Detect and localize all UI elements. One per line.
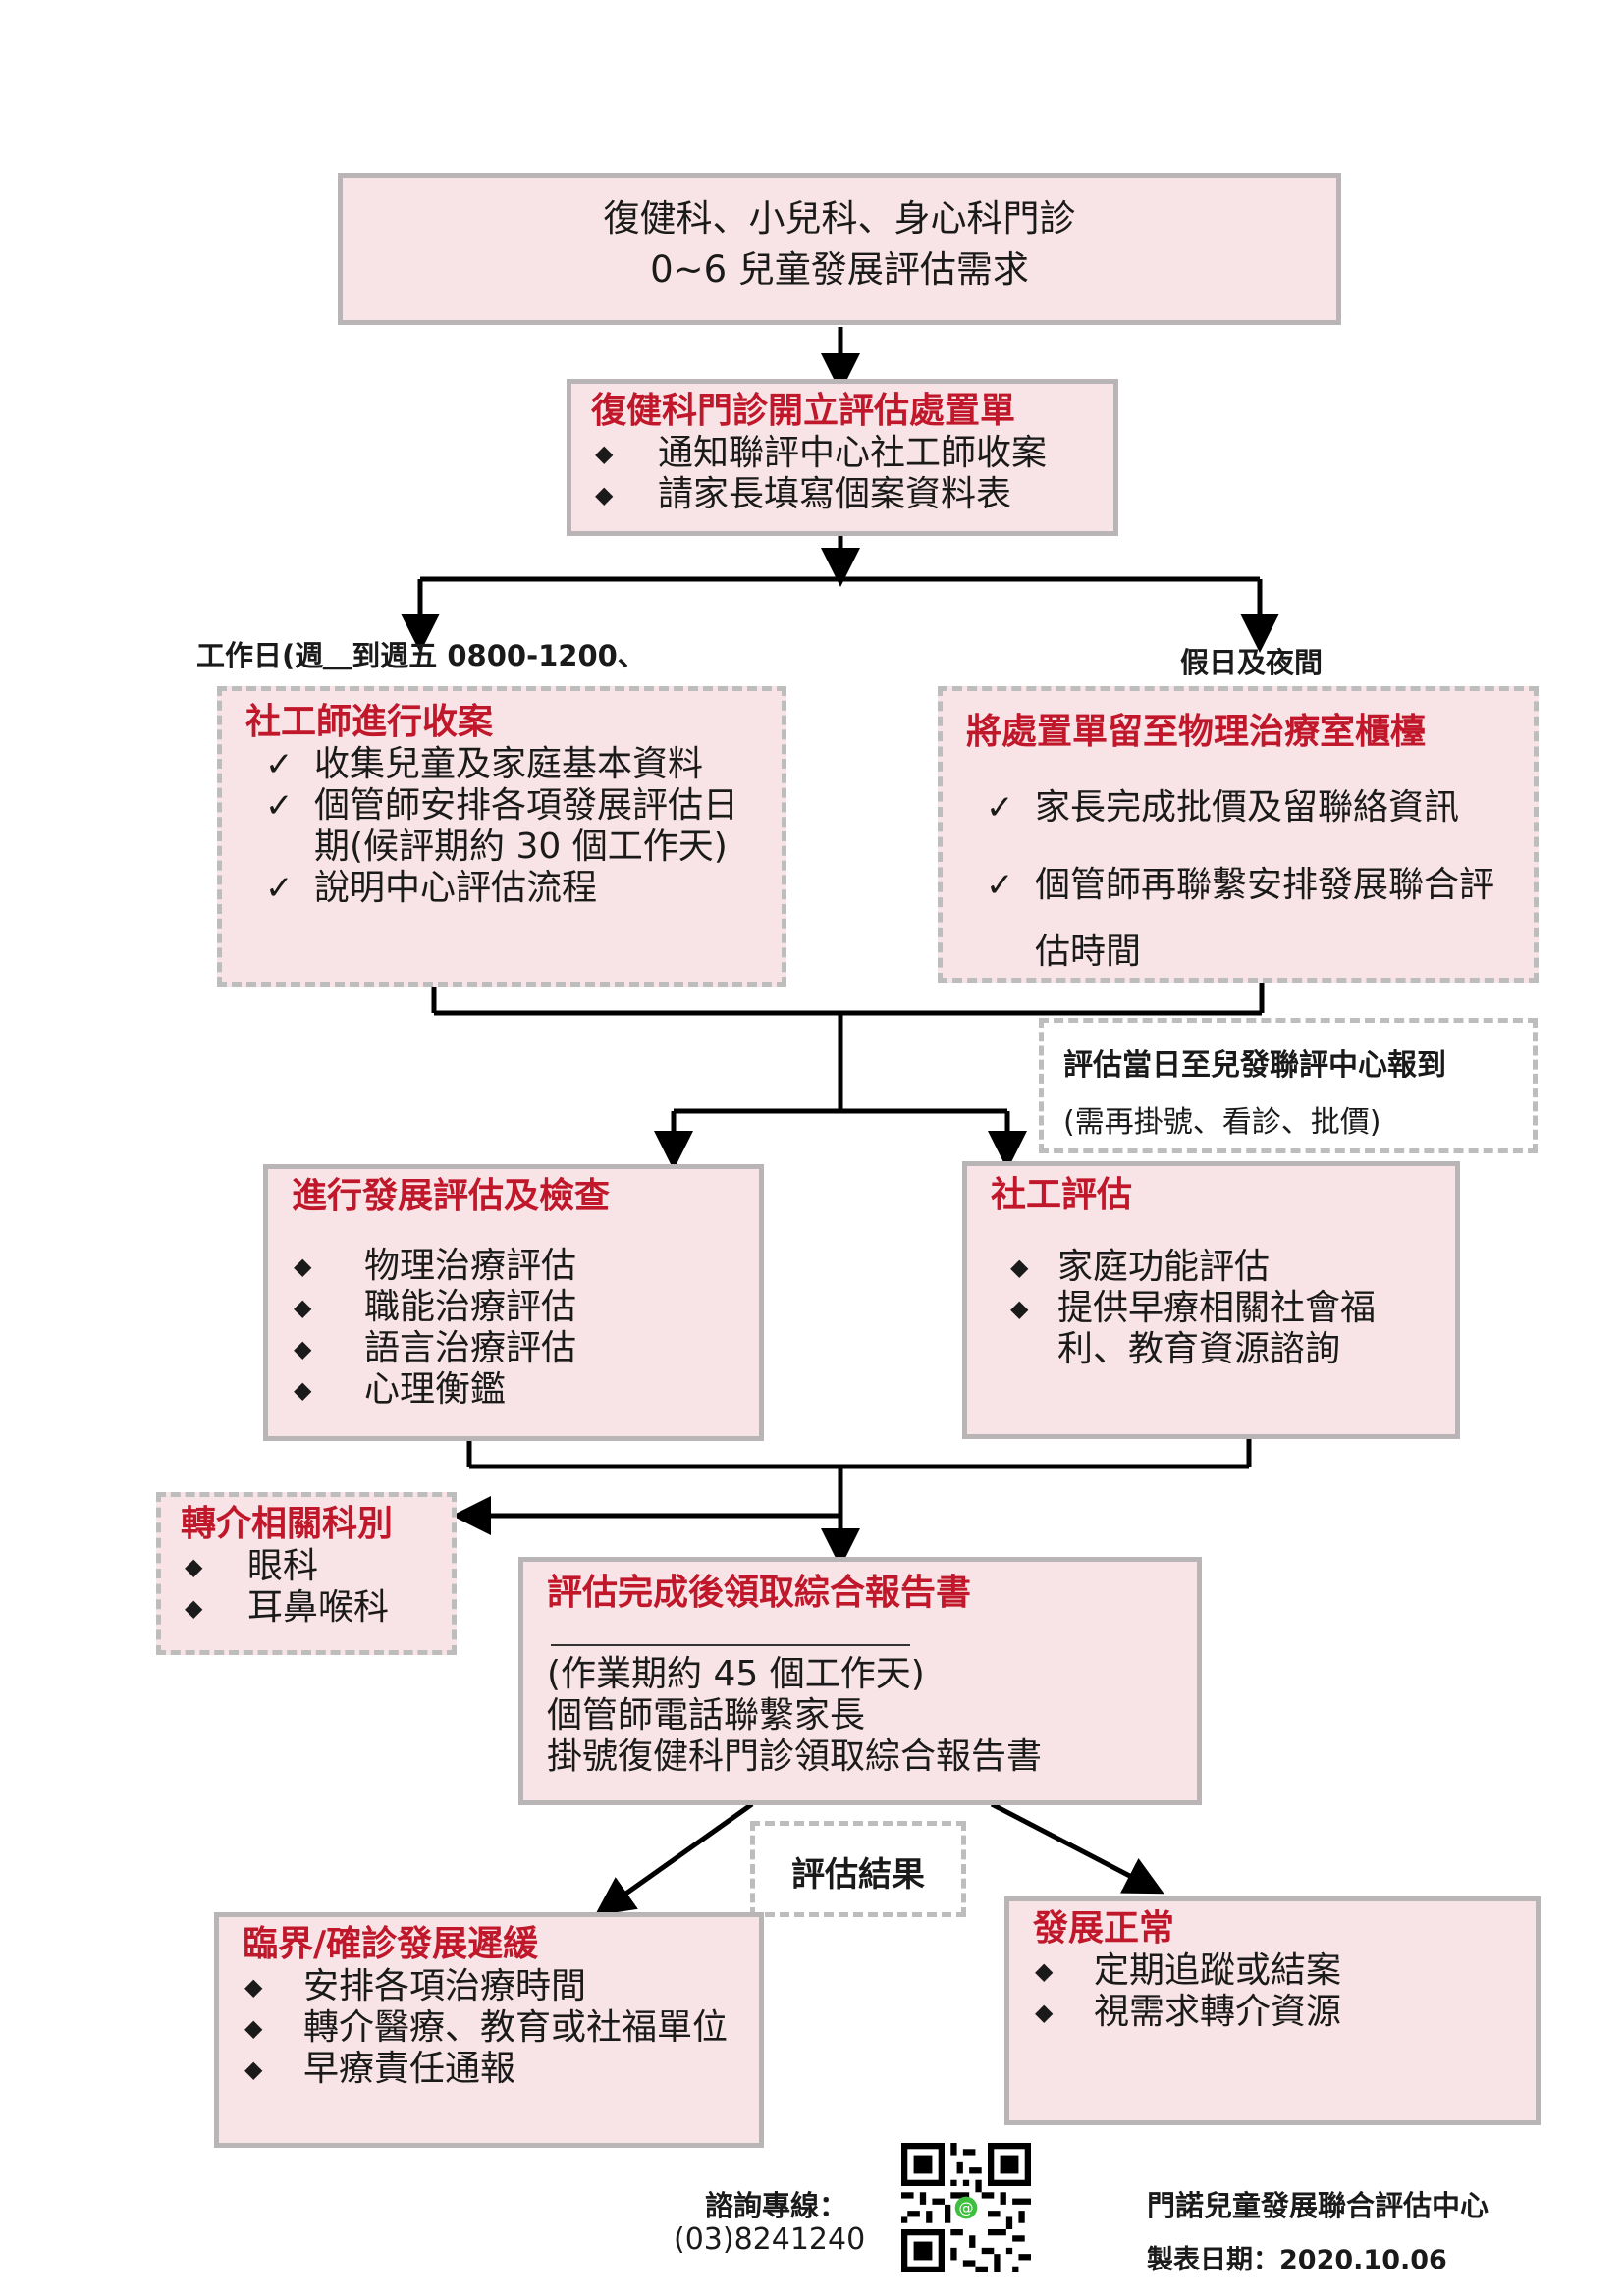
referral-item-1: ◆眼科 [185, 1546, 319, 1586]
counter-item-2: ✓ 個管師再聯繫安排發展聯合評估時間 [986, 852, 1496, 986]
report-day-note: 評估當日至兒發聯評中心報到 (需再掛號、看診、批價) [1039, 1018, 1538, 1153]
report-day-line-1: 評估當日至兒發聯評中心報到 [1063, 1048, 1446, 1083]
diamond-bullet-icon: ◆ [294, 1335, 312, 1362]
diamond-bullet-icon: ◆ [1010, 1254, 1029, 1281]
hotline-number: (03)8241240 [674, 2222, 866, 2257]
check-mark-icon: ✓ [986, 788, 1014, 828]
entry-line-1: 復健科、小兒科、身心科門診 [603, 197, 1076, 240]
diamond-bullet-icon: ◆ [595, 481, 614, 508]
dev-eval-item-4: ◆心理衡鑑 [294, 1369, 507, 1410]
social-eval-title: 社工評估 [991, 1175, 1133, 1215]
referral-title: 轉介相關科別 [181, 1504, 394, 1544]
qr-code-icon[interactable]: @ [901, 2143, 1031, 2272]
center-name: 門諾兒童發展聯合評估中心 [1147, 2189, 1489, 2222]
report-line-3: 掛號復健科門診領取綜合報告書 [547, 1736, 1043, 1777]
order-item-2: ◆ 請家長填寫個案資料表 [595, 474, 1012, 514]
delay-item-2: ◆轉介醫療、教育或社福單位 [244, 2007, 729, 2048]
social-intake-item-2: ✓ 個管師安排各項發展評估日期(候評期約 30 個工作天) [265, 785, 739, 867]
order-title: 復健科門診開立評估處置單 [591, 391, 1016, 431]
order-box: 復健科門診開立評估處置單 ◆ 通知聯評中心社工師收案 ◆ 請家長填寫個案資料表 [567, 379, 1118, 536]
svg-text:@: @ [958, 2200, 973, 2217]
delay-title: 臨界/確診發展遲緩 [243, 1924, 539, 1964]
normal-title: 發展正常 [1033, 1908, 1175, 1949]
report-title: 評估完成後領取綜合報告書 [547, 1573, 972, 1613]
report-box: 評估完成後領取綜合報告書 (作業期約 45 個工作天) 個管師電話聯繫家長 掛號… [518, 1557, 1202, 1805]
hotline-label: 諮詢專線： [705, 2189, 848, 2222]
dev-eval-item-1: ◆物理治療評估 [294, 1246, 577, 1286]
diamond-bullet-icon: ◆ [1035, 1957, 1054, 1985]
social-eval-box: 社工評估 ◆家庭功能評估 ◆提供早療相關社會福利、教育資源諮詢 [962, 1161, 1460, 1439]
normal-box: 發展正常 ◆定期追蹤或結案 ◆視需求轉介資源 [1004, 1896, 1541, 2125]
diamond-bullet-icon: ◆ [244, 2056, 263, 2083]
diamond-bullet-icon: ◆ [1010, 1295, 1029, 1322]
result-label: 評估結果 [791, 1855, 925, 1895]
entry-box: 復健科、小兒科、身心科門診 0~6 兒童發展評估需求 [338, 173, 1341, 325]
entry-line-2: 0~6 兒童發展評估需求 [650, 248, 1029, 291]
normal-item-1: ◆定期追蹤或結案 [1035, 1950, 1342, 1991]
counter-item-1: ✓ 家長完成批價及留聯絡資訊 [986, 785, 1534, 830]
dev-eval-item-3: ◆語言治療評估 [294, 1328, 577, 1368]
check-mark-icon: ✓ [265, 786, 294, 826]
dev-eval-item-2: ◆職能治療評估 [294, 1287, 577, 1327]
social-intake-box: 社工師進行收案 ✓ 收集兒童及家庭基本資料 ✓ 個管師安排各項發展評估日期(候評… [217, 686, 786, 987]
normal-item-2: ◆視需求轉介資源 [1035, 1992, 1342, 2032]
social-intake-item-3: ✓ 說明中心評估流程 [265, 868, 598, 908]
holiday-label: 假日及夜間 [1180, 646, 1324, 679]
diamond-bullet-icon: ◆ [294, 1376, 312, 1404]
check-mark-icon: ✓ [265, 745, 294, 784]
diamond-bullet-icon: ◆ [185, 1553, 203, 1580]
delay-item-1: ◆安排各項治療時間 [244, 1966, 587, 2006]
social-eval-item-2: ◆提供早療相關社會福利、教育資源諮詢 [1010, 1288, 1377, 1369]
diamond-bullet-icon: ◆ [1035, 1999, 1054, 2026]
diamond-bullet-icon: ◆ [294, 1294, 312, 1321]
diamond-bullet-icon: ◆ [595, 440, 614, 467]
counter-title: 將處置單留至物理治療室櫃檯 [966, 712, 1427, 752]
diamond-bullet-icon: ◆ [294, 1253, 312, 1280]
result-label-box: 評估結果 [750, 1821, 966, 1917]
social-intake-item-1: ✓ 收集兒童及家庭基本資料 [265, 744, 704, 784]
check-mark-icon: ✓ [986, 866, 1014, 905]
order-item-1: ◆ 通知聯評中心社工師收案 [595, 433, 1048, 473]
diamond-bullet-icon: ◆ [244, 1973, 263, 2001]
referral-item-2: ◆耳鼻喉科 [185, 1587, 390, 1628]
delay-item-3: ◆早療責任通報 [244, 2049, 516, 2089]
counter-box: 將處置單留至物理治療室櫃檯 ✓ 家長完成批價及留聯絡資訊 ✓ 個管師再聯繫安排發… [938, 686, 1539, 983]
weekday-label: 工作日(週＿到週五 0800-1200、 [196, 639, 646, 672]
report-line-1: (作業期約 45 個工作天) [547, 1654, 925, 1694]
social-eval-item-1: ◆家庭功能評估 [1010, 1247, 1271, 1287]
check-mark-icon: ✓ [265, 869, 294, 908]
diamond-bullet-icon: ◆ [244, 2014, 263, 2042]
report-divider [551, 1644, 910, 1646]
referral-box: 轉介相關科別 ◆眼科 ◆耳鼻喉科 [156, 1492, 457, 1655]
delay-box: 臨界/確診發展遲緩 ◆安排各項治療時間 ◆轉介醫療、教育或社福單位 ◆早療責任通… [214, 1912, 764, 2148]
diamond-bullet-icon: ◆ [185, 1594, 203, 1622]
report-line-2: 個管師電話聯繫家長 [547, 1695, 866, 1735]
chart-date: 製表日期：2020.10.06 [1147, 2245, 1447, 2275]
dev-eval-box: 進行發展評估及檢查 ◆物理治療評估 ◆職能治療評估 ◆語言治療評估 ◆心理衡鑑 [263, 1164, 764, 1441]
dev-eval-title: 進行發展評估及檢查 [292, 1176, 611, 1216]
report-day-line-2: (需再掛號、看診、批價) [1063, 1105, 1381, 1140]
social-intake-title: 社工師進行收案 [245, 702, 494, 742]
